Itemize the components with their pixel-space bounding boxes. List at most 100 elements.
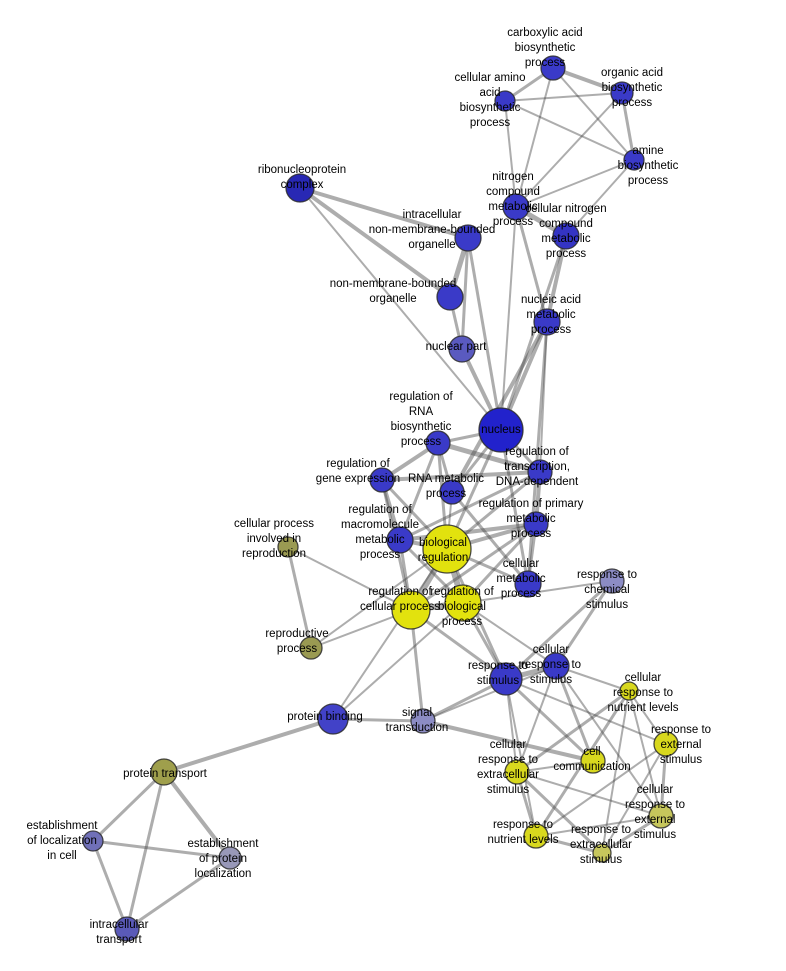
- node-estLocCell[interactable]: establishment of localization in cell: [82, 830, 104, 852]
- edge-respExternal--respNutrient: [535, 743, 667, 837]
- edge-cellProcRepro--regCellular: [287, 546, 412, 611]
- edge-amine--nitrogen: [515, 159, 635, 208]
- node-intraTransport[interactable]: intracellular transport: [114, 916, 140, 942]
- edge-organic--nitrogen: [515, 92, 623, 208]
- node-respNutrient[interactable]: response to nutrient levels: [523, 823, 549, 849]
- edge-proteinBinding--regBiological: [332, 602, 464, 720]
- node-amine[interactable]: amine biosynthetic process: [623, 149, 645, 171]
- node-respChemical[interactable]: response to chemical stimulus: [599, 568, 625, 594]
- node-cellNitrogen[interactable]: cellular nitrogen compound metabolic pro…: [552, 222, 580, 250]
- edge-cellRespExtracell--respExtracell: [515, 770, 604, 855]
- edge-cellAmino--amine: [504, 100, 635, 161]
- node-cellRespExternal[interactable]: cellular response to external stimulus: [648, 803, 674, 829]
- node-regBiological[interactable]: regulation of biological process: [444, 584, 482, 622]
- node-respExtracell[interactable]: response to extracellular stimulus: [592, 843, 612, 863]
- node-proteinBinding[interactable]: protein binding: [317, 703, 349, 735]
- edge-intraTransport--estProtLoc: [125, 856, 232, 931]
- edge-proteinTransport--intraTransport: [125, 770, 166, 931]
- node-organic[interactable]: organic acid biosynthetic process: [610, 81, 634, 105]
- node-bioReg[interactable]: biological regulation: [422, 524, 472, 574]
- node-nuclearPart[interactable]: nuclear part: [448, 335, 476, 363]
- edge-intraNmbo--nucleus: [466, 236, 503, 432]
- edge-proteinBinding--bioReg: [332, 548, 448, 720]
- node-label-proteinBinding: protein binding: [287, 711, 362, 723]
- edge-cellNitrogen--nucleus: [499, 234, 568, 432]
- node-estProtLoc[interactable]: establishment of protein localization: [218, 846, 242, 870]
- node-respExternal[interactable]: response to external stimulus: [653, 731, 679, 757]
- edge-cellComm--signalTransduction: [421, 719, 595, 763]
- edge-estLocCell--intraTransport: [91, 839, 129, 931]
- node-regCellular[interactable]: regulation of cellular process: [391, 590, 431, 630]
- edge-cellRespExtracell--cellComm: [516, 760, 594, 773]
- edge-cellNitrogen--nucleicAcid: [545, 234, 568, 324]
- node-regRna[interactable]: regulation of RNA biosynthetic process: [425, 430, 451, 456]
- edge-regPrimary--regCellular: [409, 522, 538, 612]
- node-nitrogen[interactable]: nitrogen compound metabolic process: [502, 193, 530, 221]
- edge-nucleicAcid--rnaMetabolic: [450, 320, 549, 494]
- edge-respChemical--respStimulus: [504, 579, 614, 681]
- node-regMacro[interactable]: regulation of macromolecule metabolic pr…: [386, 526, 414, 554]
- node-regTranscription[interactable]: regulation of transcription, DNA-depende…: [527, 459, 553, 485]
- node-rnaMetabolic[interactable]: RNA metabolic process: [439, 479, 465, 505]
- edge-regRna--regMacro: [398, 441, 440, 542]
- node-cellRespNutrient[interactable]: cellular response to nutrient levels: [619, 681, 639, 701]
- node-cellRespStim[interactable]: cellular response to stimulus: [542, 652, 570, 680]
- edge-respExternal--respExtracell: [601, 743, 667, 854]
- edge-cellRespNutrient--respExtracell: [601, 690, 630, 854]
- node-cellProcRepro[interactable]: cellular process involved in reproductio…: [277, 536, 299, 558]
- node-respStimulus[interactable]: response to stimulus: [489, 662, 523, 696]
- edge-nitrogen--nucleus: [500, 206, 517, 431]
- node-nucleicAcid[interactable]: nucleic acid metabolic process: [533, 308, 561, 336]
- edge-nucleicAcid--cellMetabolic: [526, 320, 549, 586]
- edge-regTranscription--regGene: [380, 470, 542, 482]
- node-reproProcess[interactable]: reproductive process: [299, 636, 323, 660]
- node-cellRespExtracell[interactable]: cellular response to extracellular stimu…: [504, 759, 530, 785]
- node-regGene[interactable]: regulation of gene expression: [369, 467, 395, 493]
- edge-regRna--regTranscription: [435, 440, 543, 475]
- node-cellComm[interactable]: cell communication: [580, 748, 606, 774]
- node-regPrimary[interactable]: regulation of primary metabolic process: [523, 511, 549, 537]
- node-signalTransduction[interactable]: signal transduction: [410, 708, 436, 734]
- node-nmbo[interactable]: non-membrane-bounded organelle: [436, 283, 464, 311]
- node-proteinTransport[interactable]: protein transport: [150, 758, 178, 786]
- node-label-proteinTransport: protein transport: [123, 768, 208, 780]
- edge-respChemical--cellRespStim: [554, 579, 614, 668]
- edge-proteinTransport--estProtLoc: [162, 770, 232, 860]
- edge-cellRespStim--cellComm: [554, 664, 595, 763]
- edge-cellRespNutrient--cellRespExternal: [628, 690, 662, 817]
- node-ribo[interactable]: ribonucleoprotein complex: [285, 173, 315, 203]
- node-carboxylic[interactable]: carboxylic acid biosynthetic process: [540, 55, 566, 81]
- edge-ribo--nucleus: [299, 187, 502, 431]
- edge-amine--cellNitrogen: [565, 159, 635, 237]
- edge-cellRespStim--cellRespExternal: [555, 665, 662, 817]
- node-intraNmbo[interactable]: intracellular non-membrane-bounded organ…: [454, 224, 482, 252]
- node-cellMetabolic[interactable]: cellular metabolic process: [514, 570, 542, 598]
- node-nucleus[interactable]: nucleus: [478, 407, 524, 453]
- edge-cellProcRepro--reproProcess: [286, 545, 313, 650]
- node-cellAmino[interactable]: cellular amino acid biosynthetic process: [494, 90, 516, 112]
